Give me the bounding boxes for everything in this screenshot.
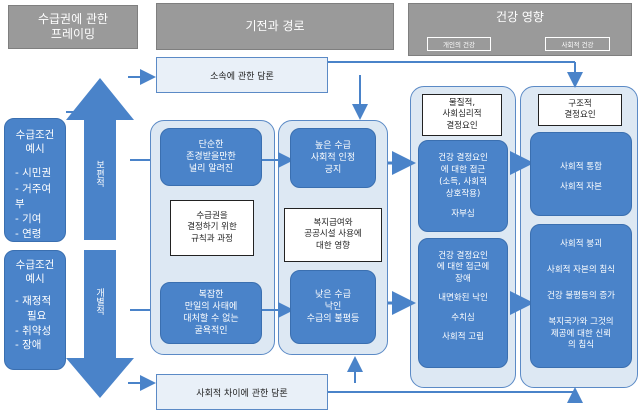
psych-upper-line xyxy=(419,201,507,209)
welfare-usage-line: 대한 영향 xyxy=(316,240,350,251)
psych-upper-box: 건강 결정요인 에 대한 접근 (소득, 사회적 상호작용) 자부심 xyxy=(418,140,508,232)
struct-lower-line: 사회적 자본의 침식 xyxy=(547,264,615,275)
simple-rules-line: 단순한 xyxy=(198,139,224,150)
conditions-lower-item: - 취약성 xyxy=(15,324,52,337)
struct-lower-line: 의 침식 xyxy=(567,340,595,351)
struct-lower-line: 사회적 붕괴 xyxy=(560,239,602,249)
header-framing-line2: 프레이밍 xyxy=(50,27,96,41)
conditions-upper-item: - 기여 xyxy=(15,212,42,225)
header-framing-line1: 수급권에 관한 xyxy=(37,12,109,26)
simple-rules-line: 존경받을만한 xyxy=(186,151,236,162)
universal-arrow xyxy=(66,78,134,240)
psych-title-line: 물질적, xyxy=(448,97,476,108)
discourse-bottom-box: 사회적 차이에 관한 담론 xyxy=(156,374,328,410)
high-uptake-box: 높은 수급 사회적 인정 긍지 xyxy=(290,128,376,188)
discourse-top-box: 소속에 관한 담론 xyxy=(156,57,328,93)
rules-process-line: 수급권을 xyxy=(196,210,228,221)
header-framing: 수급권에 관한 프레이밍 xyxy=(8,5,138,49)
conditions-lower-item: 필요 xyxy=(27,309,47,322)
complex-rules-line: 만일의 사태에 xyxy=(184,301,238,312)
conditions-lower-box: 수급조건 예시 - 재정적 필요 - 취약성 - 장애 xyxy=(4,250,66,370)
struct-lower-line: 제공에 대한 신뢰 xyxy=(550,328,612,339)
psych-lower-line: 내면화된 낙인 xyxy=(438,293,488,304)
complex-rules-line: 굴욕적인 xyxy=(194,326,228,337)
high-uptake-line: 긍지 xyxy=(324,165,342,176)
conditions-lower-item: - 재정적 xyxy=(15,295,52,308)
header-health-social: 사회적 건강 xyxy=(545,37,610,51)
psych-lower-line xyxy=(419,305,507,313)
struct-lower-line: 복지국가와 그것의 xyxy=(548,316,614,327)
header-health-social-label: 사회적 건강 xyxy=(561,41,594,49)
conditions-upper-box: 수급조건 예시 - 시민권 - 거주여부 - 기여 - 연령 xyxy=(4,118,66,242)
struct-title-box: 구조적 결정요인 xyxy=(538,94,622,126)
selective-arrow xyxy=(66,250,134,398)
high-uptake-line: 사회적 인정 xyxy=(310,152,356,163)
struct-lower-box: 사회적 붕괴 사회적 자본의 침식 건강 불평등의 증가 복지국가와 그것의 제… xyxy=(530,224,632,368)
struct-upper-line: 사회적 통합 xyxy=(560,162,602,172)
simple-rules-box: 단순한 존경받을만한 널리 알려진 xyxy=(160,128,262,186)
conditions-upper-title2: 예시 xyxy=(25,142,45,155)
psych-title-line: 사회심리적 xyxy=(442,109,482,120)
struct-upper-line: 사회적 자본 xyxy=(560,182,602,193)
header-health-personal-label: 개인의 건강 xyxy=(443,41,475,49)
low-uptake-box: 낮은 수급 낙인 수급의 불평등 xyxy=(290,270,376,344)
conditions-upper-item: - 거주여부 xyxy=(15,182,52,210)
high-uptake-line: 높은 수급 xyxy=(315,140,351,151)
welfare-usage-line: 복지급여와 xyxy=(313,217,353,228)
psych-upper-line: 에 대한 접근 xyxy=(440,164,486,175)
header-health: 건강 영향 xyxy=(408,3,632,56)
welfare-usage-box: 복지급여와 공공시설 사용에 대한 영향 xyxy=(284,208,382,262)
psych-lower-line: 수치심 xyxy=(451,312,475,323)
discourse-bottom-label: 사회적 차이에 관한 담론 xyxy=(196,388,288,399)
conditions-upper-item: - 연령 xyxy=(15,228,42,241)
psych-upper-line: 상호작용) xyxy=(445,188,481,199)
low-uptake-line: 수급의 불평등 xyxy=(306,314,360,325)
psych-lower-line: 장애 xyxy=(455,273,471,284)
psych-upper-line: (소득, 사회적 xyxy=(439,176,487,187)
simple-rules-line: 널리 알려진 xyxy=(188,164,234,175)
complex-rules-line: 복잡한 xyxy=(198,289,224,300)
discourse-top-label: 소속에 관한 담론 xyxy=(210,71,274,82)
struct-upper-box: 사회적 통합 사회적 자본 xyxy=(530,132,632,216)
selective-label: 개별적 xyxy=(94,288,104,315)
conditions-lower-title2: 예시 xyxy=(25,272,45,285)
complex-rules-box: 복잡한 만일의 사태에 대처할 수 없는 굴욕적인 xyxy=(160,282,262,344)
psych-title-box: 물질적, 사회심리적 결정요인 xyxy=(422,94,502,136)
psych-lower-line: 건강 결정요인 xyxy=(438,251,488,261)
header-health-label: 건강 영향 xyxy=(496,10,544,24)
conditions-upper-item: - 시민권 xyxy=(15,167,52,180)
header-health-personal: 개인의 건강 xyxy=(427,37,491,51)
psych-lower-line: 에 대한 접근에 xyxy=(436,262,490,273)
psych-upper-line: 건강 결정요인 xyxy=(438,153,488,163)
psych-lower-line: 사회적 고립 xyxy=(442,332,484,343)
psych-upper-line: 자부심 xyxy=(451,208,475,219)
conditions-lower-title1: 수급조건 xyxy=(15,259,55,271)
welfare-usage-line: 공공시설 사용에 xyxy=(304,229,362,240)
psych-title-line: 결정요인 xyxy=(446,120,478,131)
rules-process-line: 규칙과 과정 xyxy=(191,233,233,244)
header-origin-label: 기전과 경로 xyxy=(245,19,305,33)
rules-process-line: 결정하기 위한 xyxy=(187,222,237,233)
conditions-lower-item: - 장애 xyxy=(15,339,42,352)
struct-lower-line: 건강 불평등의 증가 xyxy=(547,290,615,301)
low-uptake-line: 낮은 수급 xyxy=(315,289,351,300)
struct-title-line: 구조적 xyxy=(568,98,592,109)
header-origin: 기전과 경로 xyxy=(156,3,394,50)
rules-process-box: 수급권을 결정하기 위한 규칙과 과정 xyxy=(170,200,254,256)
complex-rules-line: 대처할 수 없는 xyxy=(183,314,239,324)
conditions-upper-title1: 수급조건 xyxy=(15,129,55,141)
low-uptake-line: 낙인 xyxy=(324,301,342,312)
universal-label: 보편적 xyxy=(94,160,104,187)
psych-lower-box: 건강 결정요인 에 대한 접근에 장애 내면화된 낙인 수치심 사회적 고립 xyxy=(418,238,508,368)
struct-title-line: 결정요인 xyxy=(564,110,596,120)
